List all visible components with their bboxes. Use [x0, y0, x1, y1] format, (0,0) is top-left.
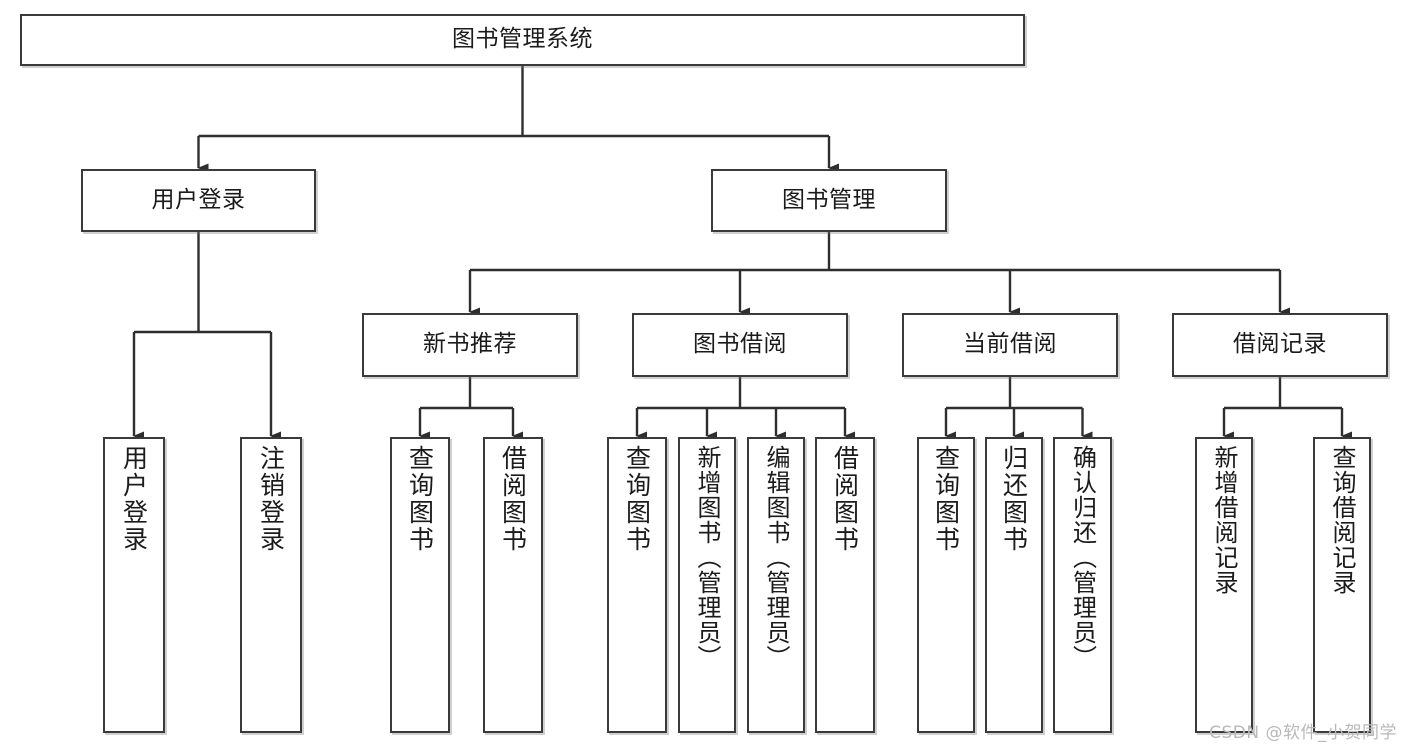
- node-l1[interactable]: 用户登录: [103, 437, 165, 733]
- node-newbook[interactable]: 新书推荐: [362, 313, 578, 377]
- node-label: 借阅图书: [830, 445, 860, 553]
- node-label: 确认归还（管理员）: [1068, 445, 1097, 670]
- node-l10[interactable]: 归还图书: [985, 437, 1043, 733]
- node-borrow[interactable]: 图书借阅: [632, 313, 848, 377]
- node-label: 注销登录: [256, 445, 286, 553]
- node-l9[interactable]: 查询图书: [917, 437, 975, 733]
- node-label: 新增图书（管理员）: [693, 445, 721, 670]
- node-label: 查询图书: [622, 445, 652, 553]
- node-label: 图书借阅: [693, 331, 787, 358]
- node-label: 用户登录: [119, 445, 149, 553]
- node-l6[interactable]: 新增图书（管理员）: [678, 437, 736, 733]
- node-label: 查询借阅记录: [1328, 445, 1356, 595]
- node-l5[interactable]: 查询图书: [607, 437, 667, 733]
- node-label: 图书管理: [782, 186, 876, 213]
- node-label: 编辑图书（管理员）: [762, 445, 790, 670]
- node-label: 查询图书: [405, 445, 435, 553]
- node-label: 归还图书: [999, 445, 1029, 553]
- watermark-label: CSDN @软件_小贺同学: [1209, 723, 1397, 743]
- node-label: 新增借阅记录: [1210, 445, 1238, 595]
- node-l2[interactable]: 注销登录: [240, 437, 302, 733]
- node-label: 用户登录: [151, 186, 246, 213]
- node-label: 借阅图书: [498, 445, 528, 553]
- node-label: 当前借阅: [963, 331, 1057, 358]
- node-l7[interactable]: 编辑图书（管理员）: [747, 437, 805, 733]
- node-l8[interactable]: 借阅图书: [815, 437, 875, 733]
- node-l3[interactable]: 查询图书: [390, 437, 450, 733]
- node-l13[interactable]: 查询借阅记录: [1313, 437, 1371, 733]
- node-label: 新书推荐: [423, 331, 517, 358]
- node-label: 图书管理系统: [452, 26, 593, 53]
- node-root[interactable]: 图书管理系统: [20, 14, 1025, 66]
- node-bookmgmt[interactable]: 图书管理: [711, 169, 947, 232]
- node-label: 查询图书: [931, 445, 961, 553]
- node-login[interactable]: 用户登录: [81, 169, 316, 232]
- node-l4[interactable]: 借阅图书: [483, 437, 543, 733]
- node-label: 借阅记录: [1233, 331, 1327, 358]
- node-current[interactable]: 当前借阅: [902, 313, 1118, 377]
- node-l12[interactable]: 新增借阅记录: [1195, 437, 1253, 733]
- node-records[interactable]: 借阅记录: [1172, 313, 1388, 377]
- node-l11[interactable]: 确认归还（管理员）: [1053, 437, 1112, 733]
